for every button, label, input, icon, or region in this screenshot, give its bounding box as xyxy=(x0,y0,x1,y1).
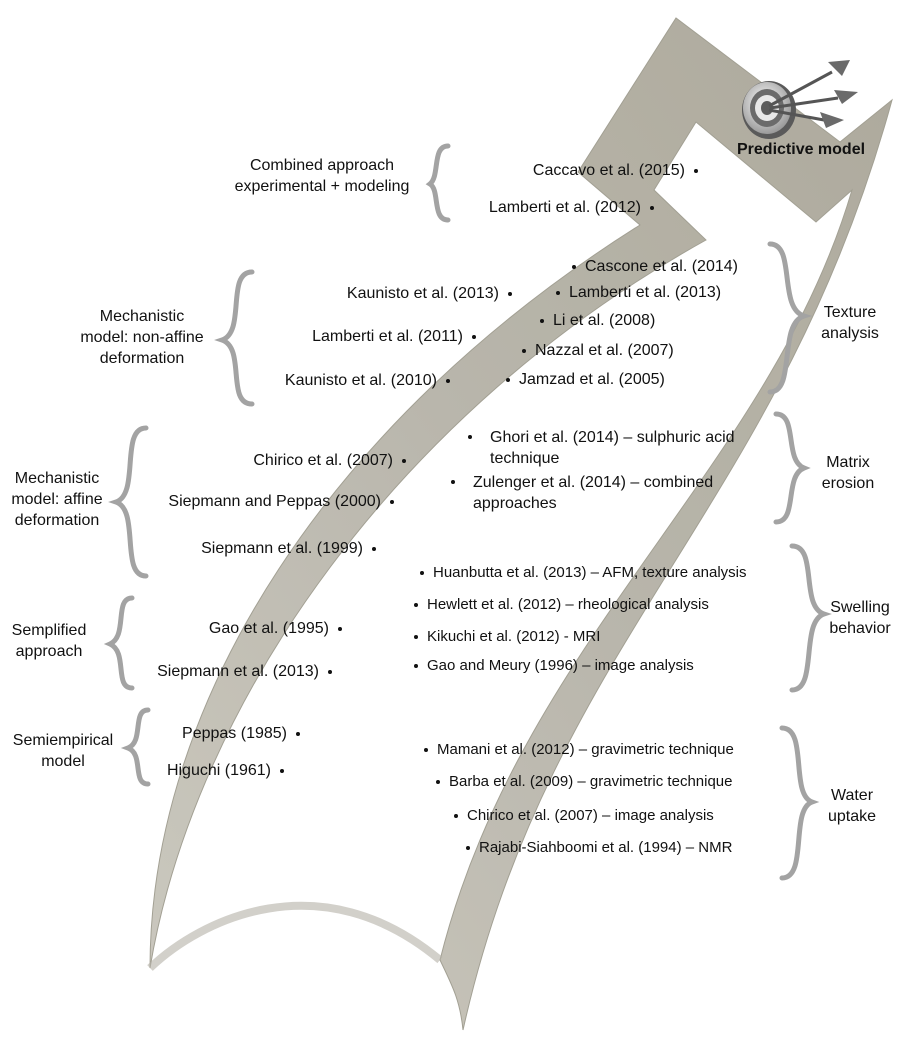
model-ref: Peppas (1985) xyxy=(182,723,300,744)
bullet xyxy=(466,846,470,851)
model-ref: Kaunisto et al. (2013) xyxy=(347,283,512,304)
category-mech-affine: Mechanistic model: affine deformation xyxy=(11,470,103,529)
brace-mech-affine xyxy=(108,425,149,579)
experiment-ref: Huanbutta et al. (2013) – AFM, texture a… xyxy=(420,562,747,583)
bullet xyxy=(468,435,472,439)
experiment-ref: Mamani et al. (2012) – gravimetric techn… xyxy=(424,739,734,760)
brace-simplified xyxy=(103,595,135,691)
bullet xyxy=(540,318,544,323)
experiment-ref: Cascone et al. (2014) xyxy=(572,256,738,277)
brace-semiempirical xyxy=(120,707,151,787)
right-braces xyxy=(767,241,832,881)
category-erosion: Matrix erosion xyxy=(821,454,875,492)
bullet xyxy=(650,205,654,210)
category-simplified: Semplified approach xyxy=(11,622,87,660)
bullet xyxy=(390,499,394,504)
model-ref: Chirico et al. (2007) xyxy=(253,450,406,471)
curved-arrow xyxy=(147,17,893,1031)
experiment-ref: Kikuchi et al. (2012) - MRI xyxy=(414,626,600,647)
bullet xyxy=(414,603,418,608)
bullet xyxy=(328,669,332,674)
bullet xyxy=(372,546,376,551)
category-texture: Texture analysis xyxy=(821,304,879,342)
bullet xyxy=(451,480,455,484)
experiment-ref: Jamzad et al. (2005) xyxy=(506,369,665,390)
bullet xyxy=(402,458,406,463)
model-ref: Lamberti et al. (2011) xyxy=(312,326,476,347)
brace-mech-nonaffine xyxy=(214,269,255,407)
category-combined: Combined approach experimental + modelin… xyxy=(234,157,410,195)
experiment-ref: Lamberti et al. (2013) xyxy=(556,282,721,303)
model-ref: Siepmann and Peppas (2000) xyxy=(168,491,394,512)
bullet xyxy=(436,780,440,785)
bullet xyxy=(280,768,284,773)
bullet xyxy=(508,291,512,296)
experiment-ref: Ghori et al. (2014) – sulphuric acid tec… xyxy=(468,427,768,469)
model-ref: Siepmann et al. (2013) xyxy=(157,661,332,682)
brace-erosion xyxy=(773,411,811,525)
experiment-ref: Li et al. (2008) xyxy=(540,310,655,331)
bullet xyxy=(556,290,560,295)
model-ref: Higuchi (1961) xyxy=(167,760,284,781)
model-ref: Gao et al. (1995) xyxy=(209,618,342,639)
bullet xyxy=(472,334,476,339)
category-mech-nonaffine: Mechanistic model: non-affine deformatio… xyxy=(80,308,204,367)
bullet xyxy=(420,571,424,576)
experiment-ref: Rajabi-Siahboomi et al. (1994) – NMR xyxy=(466,837,732,858)
bullet xyxy=(424,748,428,753)
experiment-ref: Nazzal et al. (2007) xyxy=(522,340,674,361)
category-water: Water uptake xyxy=(827,787,877,825)
brace-combined xyxy=(425,143,451,223)
experiment-ref: Barba et al. (2009) – gravimetric techni… xyxy=(436,771,732,792)
brace-swelling xyxy=(789,543,832,693)
bullet xyxy=(446,378,450,383)
bullet xyxy=(694,168,698,173)
bullet xyxy=(506,377,510,382)
category-swelling: Swelling behavior xyxy=(829,599,891,637)
left-braces xyxy=(103,143,451,787)
predictive-model-label: Predictive model xyxy=(737,141,866,158)
model-ref: Kaunisto et al. (2010) xyxy=(285,370,450,391)
experiment-ref: Zulenger et al. (2014) – combined approa… xyxy=(451,472,756,514)
bullet xyxy=(522,348,526,353)
bullet xyxy=(414,664,418,669)
bullet xyxy=(296,731,300,736)
bullet xyxy=(454,814,458,819)
experiment-ref: Chirico et al. (2007) – image analysis xyxy=(454,805,714,826)
experiment-ref: Gao and Meury (1996) – image analysis xyxy=(414,655,694,676)
category-semiempirical: Semiempirical model xyxy=(12,732,114,770)
model-ref: Siepmann et al. (1999) xyxy=(201,538,376,559)
brace-texture xyxy=(767,241,813,395)
model-ref: Lamberti et al. (2012) xyxy=(489,197,654,218)
experiment-ref: Hewlett et al. (2012) – rheological anal… xyxy=(414,594,709,615)
bullet xyxy=(414,635,418,640)
bullet xyxy=(572,264,576,269)
bullet xyxy=(338,626,342,631)
brace-water xyxy=(779,725,820,881)
model-ref: Caccavo et al. (2015) xyxy=(533,160,698,181)
target-darts-icon xyxy=(742,60,858,139)
